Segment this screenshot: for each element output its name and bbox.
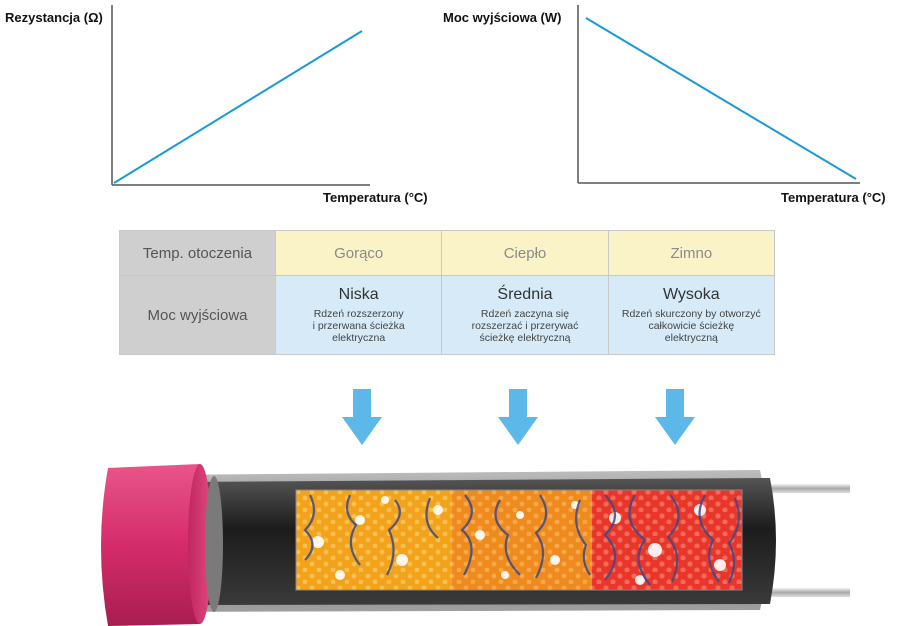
desc-line: ścieżkę elektryczną	[479, 332, 571, 344]
chart1-x-label: Temperatura (°C)	[323, 190, 428, 205]
core-zone-warm	[452, 490, 592, 590]
desc-line: elektryczna	[332, 332, 386, 344]
desc-line: Rdzeń rozszerzony	[313, 308, 404, 320]
output-level-high: Wysoka	[662, 286, 720, 303]
arrow-down-icon	[655, 389, 695, 445]
chart1-y-label: Rezystancja (Ω)	[5, 10, 103, 25]
ambient-temperature-row: Temp. otoczenia Gorąco Ciepło Zimno	[119, 230, 776, 276]
chart2-y-label: Moc wyjściowa (W)	[443, 10, 562, 25]
condition-warm: Ciepło	[441, 230, 609, 276]
desc-line: całkowicie ścieżkę elektryczną	[648, 320, 735, 344]
output-medium-cell: Średnia Rdzeń zaczyna się rozszerzać i p…	[441, 275, 609, 355]
desc-line: Rdzeń zaczyna się	[480, 308, 570, 320]
properties-table: Temp. otoczenia Gorąco Ciepło Zimno Moc …	[119, 230, 776, 355]
output-description-low: Rdzeń rozszerzony i przerwana ścieżka el…	[276, 308, 441, 344]
conductor-wire-top	[750, 484, 850, 493]
conductive-paths	[303, 494, 740, 586]
output-description-medium: Rdzeń zaczyna się rozszerzać i przerywać…	[442, 308, 607, 344]
condition-cold: Zimno	[607, 230, 776, 276]
arrow-down-icon	[342, 389, 382, 445]
desc-line: Rdzeń skurczony by otworzyć	[621, 308, 761, 320]
braid-end	[205, 476, 223, 612]
outer-pink-jacket	[101, 464, 207, 626]
conductor-wire-bottom	[750, 588, 850, 597]
row-header-output: Moc wyjściowa	[119, 275, 276, 355]
output-high-cell: Wysoka Rdzeń skurczony by otworzyć całko…	[607, 275, 776, 355]
row-header-ambient: Temp. otoczenia	[119, 230, 276, 276]
desc-line: rozszerzać i przerywać	[471, 320, 579, 332]
core-outline	[295, 489, 743, 591]
arrow-down-icon	[498, 389, 538, 445]
chart2-x-label: Temperatura (°C)	[781, 190, 886, 205]
core-zone-cold	[592, 490, 742, 590]
output-level-medium: Średnia	[497, 286, 553, 303]
chart1-trend-line	[113, 30, 363, 184]
chart2-trend-line	[585, 17, 857, 180]
output-power-row: Moc wyjściowa Niska Rdzeń rozszerzony i …	[119, 275, 776, 355]
output-description-high: Rdzeń skurczony by otworzyć całkowicie ś…	[609, 308, 774, 344]
self-regulating-heating-cable-illustration	[101, 464, 850, 626]
core-particles	[312, 496, 726, 585]
desc-line: i przerwana ścieżka	[312, 320, 405, 332]
output-low-cell: Niska Rdzeń rozszerzony i przerwana ście…	[274, 275, 443, 355]
chart2-plot	[577, 5, 860, 184]
outer-jacket-end	[188, 464, 212, 624]
chart1-plot	[111, 5, 370, 186]
output-level-low: Niska	[338, 286, 379, 303]
condition-hot: Gorąco	[274, 230, 443, 276]
